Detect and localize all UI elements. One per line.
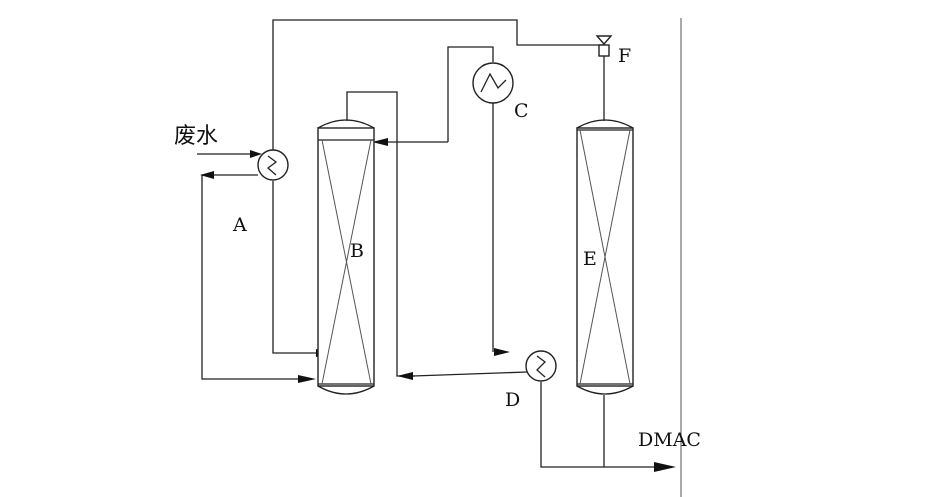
label-wastewater: 废水 [174, 124, 218, 149]
arrow-b-to-d [397, 372, 413, 380]
arrow-into-b-bottom [298, 375, 316, 383]
label-e: E [583, 248, 597, 270]
arrow-return-into-a [200, 171, 214, 179]
overhead-line-a-to-f [272, 19, 604, 150]
condenser-c-icon [472, 62, 514, 104]
label-dmac: DMAC [638, 429, 701, 451]
line-a-to-b [272, 181, 318, 354]
dmac-product-arrow [654, 462, 676, 472]
column-e [576, 119, 634, 395]
line-to-exchanger-d [412, 371, 528, 377]
label-d: D [505, 389, 520, 411]
heat-exchanger-d-icon [525, 350, 557, 382]
heat-exchanger-a-icon [257, 149, 289, 181]
label-b: B [350, 240, 364, 262]
arrow-into-b-top [372, 138, 388, 146]
label-f: F [618, 45, 631, 67]
column-b [317, 119, 375, 395]
line-c-to-b [447, 46, 494, 142]
wastewater-feed-arrow [250, 150, 262, 158]
return-loop-a-to-b [201, 174, 300, 380]
arrow-c-into-d [494, 348, 510, 356]
label-a: A [232, 214, 247, 236]
valve-f-icon [595, 35, 613, 57]
dmac-outlet-line [540, 382, 605, 468]
label-c: C [514, 100, 529, 122]
